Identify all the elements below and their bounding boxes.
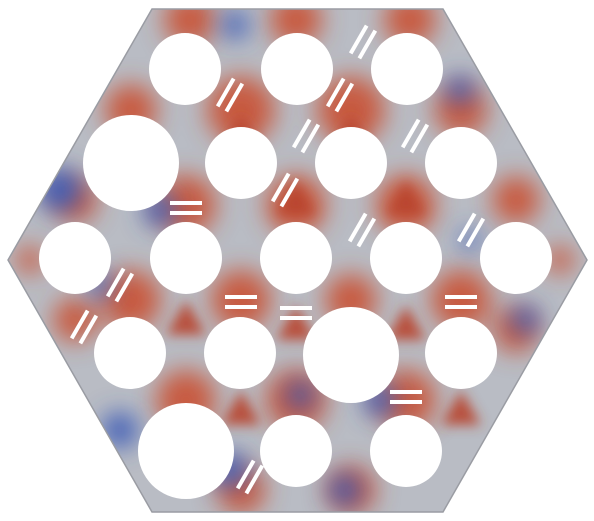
slot-pair [291, 118, 321, 154]
circular-hole [303, 307, 399, 403]
slot-bar [279, 177, 300, 208]
slot-bar [456, 212, 477, 243]
slot-bar [465, 217, 486, 248]
slot-bar [445, 305, 477, 309]
slot-pair [456, 212, 486, 248]
circular-hole [205, 127, 277, 199]
low-value-zone [511, 306, 539, 334]
slot-bar [170, 211, 202, 215]
slot-bar [409, 123, 430, 154]
low-value-zone [102, 412, 138, 448]
hexagon-outline [7, 8, 588, 513]
circular-hole [39, 222, 111, 294]
slot-bar [348, 24, 369, 55]
circular-hole [261, 33, 333, 105]
slot-bar [225, 305, 257, 309]
slot-bar [114, 272, 135, 303]
slot-bar [325, 77, 346, 108]
slot-bar [215, 77, 236, 108]
circular-hole [83, 115, 179, 211]
slot-pair [280, 306, 312, 320]
low-value-zone [221, 11, 249, 39]
circular-hole [204, 317, 276, 389]
circular-hole [370, 222, 442, 294]
circular-hole [371, 33, 443, 105]
slot-pair [170, 201, 202, 215]
circular-hole [370, 415, 442, 487]
peak-zone [441, 390, 481, 425]
low-value-zone [286, 381, 314, 409]
peak-zone [386, 305, 426, 340]
high-value-zone [211, 270, 271, 330]
peak-zone [221, 390, 261, 425]
slot-pair [325, 77, 355, 113]
circular-hole [425, 317, 497, 389]
slot-bar [69, 309, 90, 340]
circular-hole [425, 127, 497, 199]
slot-pair [270, 172, 300, 208]
circular-hole [260, 415, 332, 487]
slot-pairs [69, 24, 486, 495]
slot-bar [357, 29, 378, 60]
slot-bar [390, 400, 422, 404]
low-value-zone [329, 474, 361, 506]
circular-hole [138, 403, 234, 499]
slot-bar [78, 314, 99, 345]
circular-hole [260, 222, 332, 294]
high-value-zone [384, 9, 436, 46]
slot-bar [235, 459, 256, 490]
slot-bar [224, 82, 245, 113]
slot-bar [225, 295, 257, 299]
slot-bar [445, 295, 477, 299]
peak-zone [386, 180, 426, 215]
high-value-zone [492, 176, 540, 224]
high-value-zone [16, 246, 44, 274]
low-value-zone [446, 76, 474, 104]
circular-hole [315, 127, 387, 199]
slot-pair [445, 295, 477, 309]
peak-zone [276, 305, 316, 340]
high-value-zone [270, 9, 322, 46]
slot-bar [244, 464, 265, 495]
circular-hole [94, 317, 166, 389]
slot-pair [347, 212, 377, 248]
high-value-zone [546, 246, 574, 274]
slot-pair [400, 118, 430, 154]
slot-bar [300, 123, 321, 154]
slot-pair [105, 267, 135, 303]
slot-bar [291, 118, 312, 149]
high-value-zone [431, 270, 491, 330]
slot-pair [235, 459, 265, 495]
slot-bar [334, 82, 355, 113]
slot-bar [170, 201, 202, 205]
slot-bar [270, 172, 291, 203]
circular-hole [480, 222, 552, 294]
slot-bar [280, 306, 312, 310]
slot-bar [390, 390, 422, 394]
peak-zone [276, 180, 316, 215]
circular-hole [150, 222, 222, 294]
slot-bar [280, 316, 312, 320]
slot-bar [347, 212, 368, 243]
peak-zone [166, 300, 206, 335]
slot-pair [390, 390, 422, 404]
slot-pair [69, 309, 99, 345]
slot-pair [348, 24, 378, 60]
low-value-zone [38, 168, 82, 212]
high-value-zone [164, 9, 216, 46]
slot-bar [105, 267, 126, 298]
slot-bar [356, 217, 377, 248]
slot-pair [215, 77, 245, 113]
circular-hole [149, 33, 221, 105]
circular-holes [39, 33, 552, 499]
slot-pair [225, 295, 257, 309]
slot-bar [400, 118, 421, 149]
